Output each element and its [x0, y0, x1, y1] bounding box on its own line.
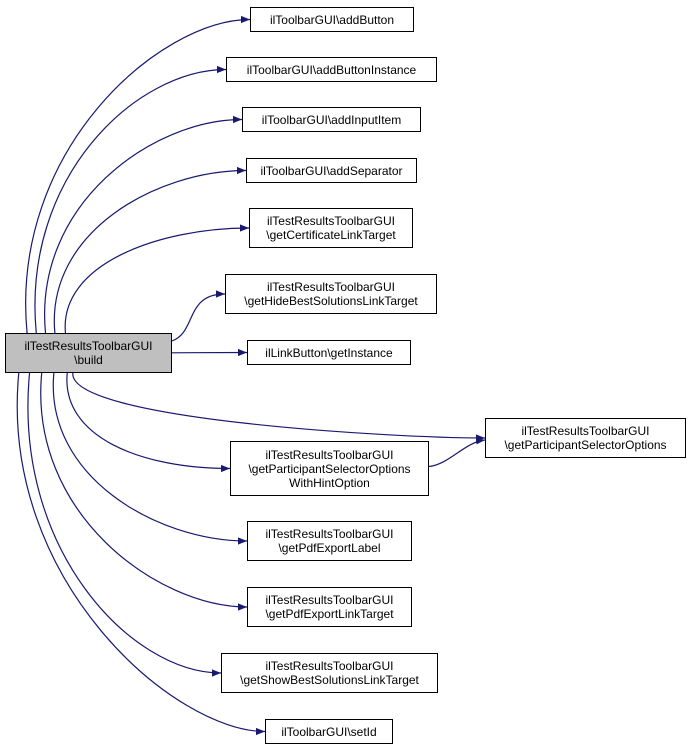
- node-label-line: ilTestResultsToolbarGUI: [24, 339, 153, 353]
- node-label-line: \getCertificateLinkTarget: [266, 228, 396, 242]
- node-label-line: \getPdfExportLabel: [278, 541, 381, 555]
- edge-root-to-n2: [34, 65, 227, 334]
- node-get-instance[interactable]: ilLinkButton\getInstance: [247, 340, 411, 365]
- node-label-line: ilTestResultsToolbarGUI: [265, 447, 394, 462]
- edge-root-to-n6: [171, 290, 226, 342]
- node-get-show-best-solutions-link-target[interactable]: ilTestResultsToolbarGUI \getShowBestSolu…: [221, 653, 438, 693]
- edge-root-to-n3: [44, 115, 243, 334]
- node-label-line: WithHintOption: [289, 475, 370, 490]
- node-label-line: ilLinkButton\getInstance: [265, 345, 393, 360]
- node-add-separator[interactable]: ilToolbarGUI\addSeparator: [246, 158, 417, 183]
- node-add-button[interactable]: ilToolbarGUI\addButton: [250, 7, 414, 32]
- edge-root-to-n10: [52, 372, 248, 545]
- node-get-participant-selector-options-with-hint[interactable]: ilTestResultsToolbarGUI \getParticipantS…: [230, 441, 429, 496]
- edge-root-to-n12: [27, 372, 222, 677]
- node-add-button-instance[interactable]: ilToolbarGUI\addButtonInstance: [226, 57, 437, 82]
- node-set-id[interactable]: ilToolbarGUI\setId: [265, 719, 393, 744]
- edge-root-to-n11: [40, 372, 248, 611]
- node-label-line: \getShowBestSolutionsLinkTarget: [240, 673, 419, 687]
- node-label-line: ilToolbarGUI\addSeparator: [260, 163, 403, 178]
- node-label-line: \getPdfExportLinkTarget: [265, 607, 394, 621]
- edge-root-to-n13: [16, 372, 266, 736]
- edge-root-to-n8: [72, 372, 486, 442]
- node-add-input-item[interactable]: ilToolbarGUI\addInputItem: [242, 107, 421, 132]
- edge-root-to-n9: [66, 372, 231, 473]
- edge-root-to-n5: [64, 224, 250, 334]
- node-label-line: \getHideBestSolutionsLinkTarget: [244, 294, 418, 308]
- edge-root-to-n1: [25, 15, 251, 334]
- node-label-line: ilTestResultsToolbarGUI: [521, 424, 650, 438]
- node-label-line: \getParticipantSelectorOptions: [248, 461, 411, 476]
- node-label-line: \build: [74, 353, 103, 367]
- edge-n9-to-n8: [428, 437, 486, 468]
- node-label-line: ilTestResultsToolbarGUI: [265, 659, 394, 673]
- node-label-line: ilTestResultsToolbarGUI: [266, 280, 396, 294]
- node-label-line: ilToolbarGUI\setId: [281, 724, 377, 739]
- node-get-hide-best-solutions-link-target[interactable]: ilTestResultsToolbarGUI \getHideBestSolu…: [225, 274, 437, 314]
- node-label-line: ilTestResultsToolbarGUI: [265, 593, 394, 607]
- node-get-pdf-export-label[interactable]: ilTestResultsToolbarGUI \getPdfExportLab…: [247, 521, 412, 561]
- node-label-line: ilToolbarGUI\addButtonInstance: [246, 62, 417, 77]
- edge-root-to-n4: [53, 166, 247, 334]
- node-label-line: ilTestResultsToolbarGUI: [265, 527, 394, 541]
- node-label-line: \getParticipantSelectorOptions: [504, 438, 667, 452]
- node-get-participant-selector-options[interactable]: ilTestResultsToolbarGUI \getParticipantS…: [485, 418, 686, 458]
- node-label-line: ilToolbarGUI\addButton: [269, 12, 395, 27]
- node-get-certificate-link-target[interactable]: ilTestResultsToolbarGUI \getCertificateL…: [249, 208, 413, 248]
- node-label-line: ilToolbarGUI\addInputItem: [261, 112, 402, 127]
- node-get-pdf-export-link-target[interactable]: ilTestResultsToolbarGUI \getPdfExportLin…: [247, 587, 412, 627]
- root-node[interactable]: ilTestResultsToolbarGUI \build: [5, 333, 172, 373]
- node-label-line: ilTestResultsToolbarGUI: [266, 214, 396, 228]
